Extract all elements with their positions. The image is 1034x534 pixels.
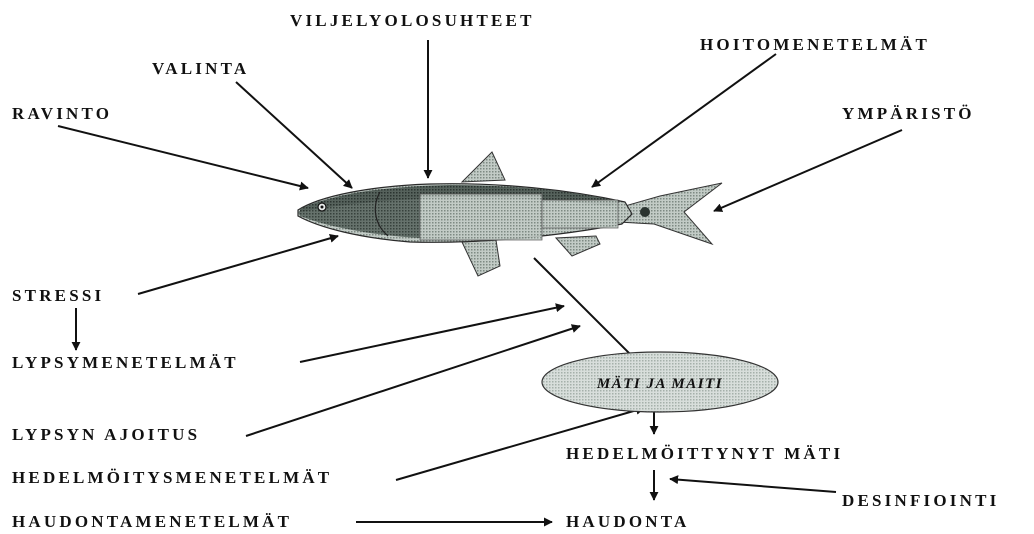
fish-tail-spot bbox=[640, 207, 650, 217]
label-stressi: STRESSI bbox=[12, 287, 104, 304]
arrow-ymparisto bbox=[714, 130, 902, 211]
oval-label: MÄTI JA MAITI bbox=[596, 376, 723, 392]
label-haudonta: HAUDONTA bbox=[566, 513, 690, 530]
arrow-valinta bbox=[236, 82, 352, 188]
fish-pelvic-fin bbox=[462, 240, 500, 276]
label-lypsyn-ajoitus: LYPSYN AJOITUS bbox=[12, 426, 200, 443]
label-hoitomenetelmat: HOITOMENETELMÄT bbox=[700, 36, 930, 53]
arrow-stressi bbox=[138, 236, 338, 294]
oval-mati-ja-maiti: MÄTI JA MAITI bbox=[542, 352, 778, 412]
arrow-lypsyn-ajoitus bbox=[246, 326, 580, 436]
fish-dorsal-fin bbox=[462, 152, 505, 182]
arrow-hoitomenetelmat bbox=[592, 54, 776, 187]
label-ravinto: RAVINTO bbox=[12, 105, 112, 122]
label-ymparisto: YMPÄRISTÖ bbox=[842, 105, 975, 122]
fish-patch-2 bbox=[542, 200, 618, 228]
fish-head bbox=[298, 188, 420, 238]
label-lypsymenetelmat: LYPSYMENETELMÄT bbox=[12, 354, 239, 371]
label-desinfiointi: DESINFIOINTI bbox=[842, 492, 999, 509]
fish-patch bbox=[420, 194, 542, 240]
label-hedelmoittynyt-mati: HEDELMÖITTYNYT MÄTI bbox=[566, 445, 843, 462]
arrow-lypsymenetelmat bbox=[300, 306, 564, 362]
fish-tail bbox=[618, 183, 722, 244]
fish-anal-fin bbox=[556, 236, 600, 256]
label-valinta: VALINTA bbox=[152, 60, 249, 77]
label-hedelmoitysmenetelmat: HEDELMÖITYSMENETELMÄT bbox=[12, 469, 332, 486]
arrow-ravinto bbox=[58, 126, 308, 188]
label-haudontamenetelmat: HAUDONTAMENETELMÄT bbox=[12, 513, 292, 530]
arrow-desinfiointi bbox=[670, 479, 836, 492]
label-viljelyolosuhteet: VILJELYOLOSUHTEET bbox=[290, 12, 535, 29]
fish-illustration bbox=[298, 152, 722, 276]
